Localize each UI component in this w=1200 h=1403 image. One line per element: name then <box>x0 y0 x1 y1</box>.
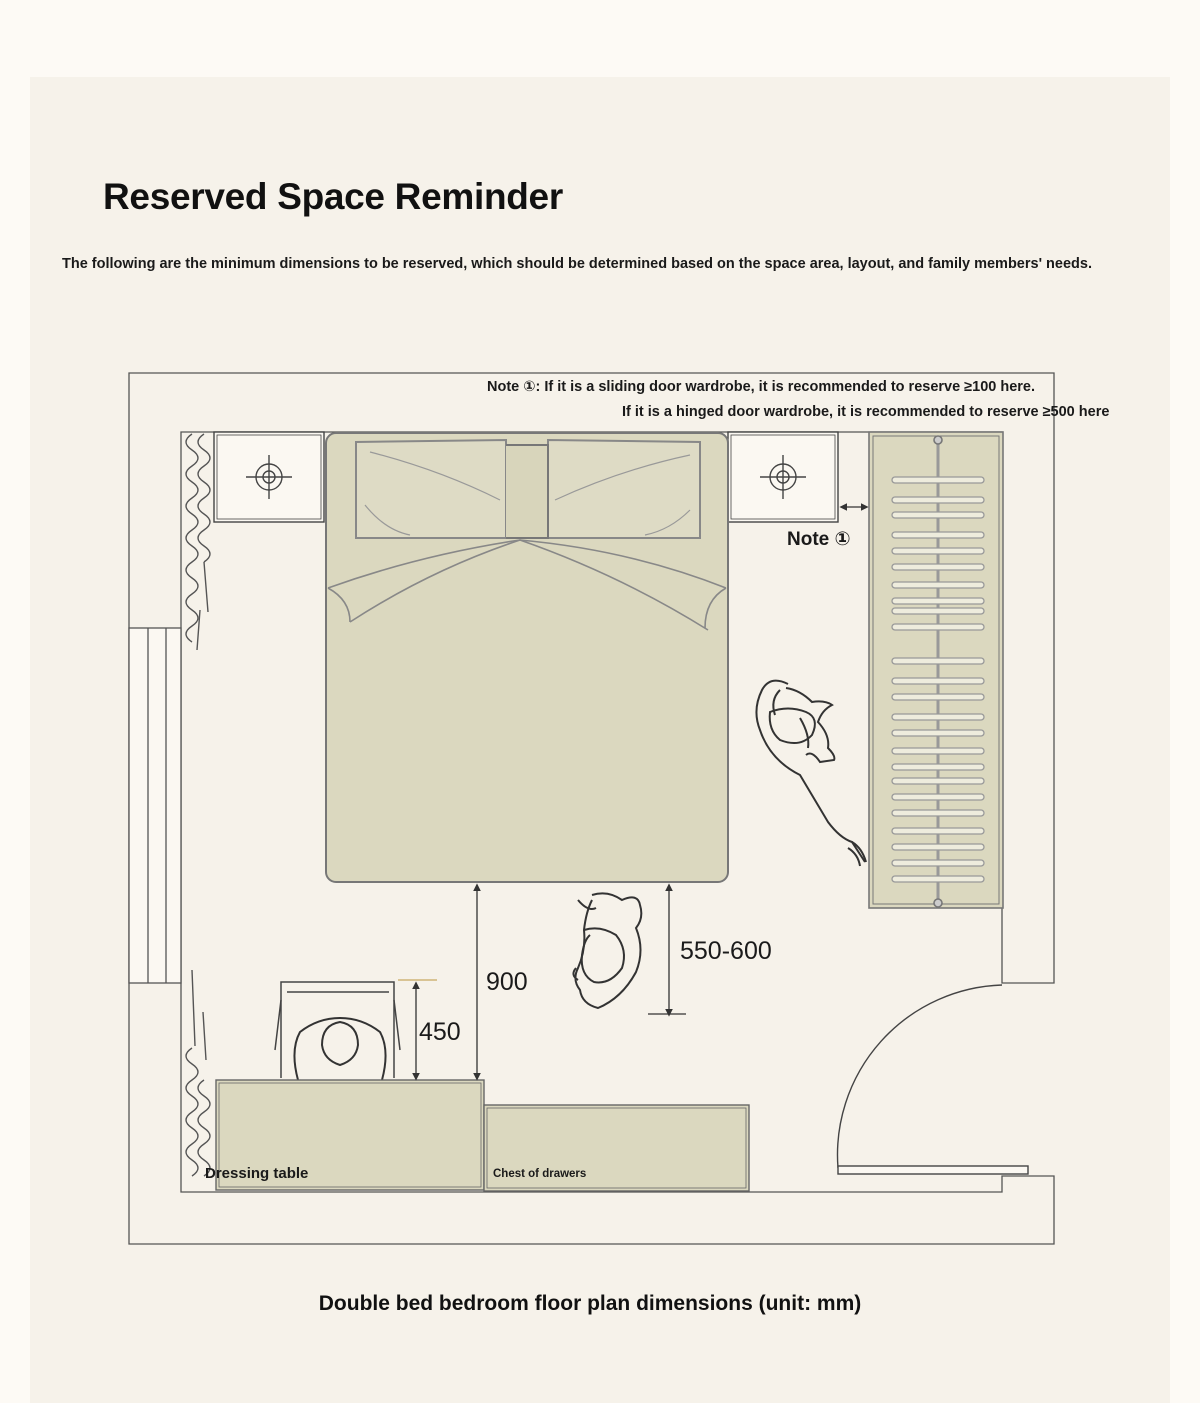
door <box>836 984 1029 1175</box>
page-title: Reserved Space Reminder <box>103 176 563 217</box>
double-bed <box>325 432 729 883</box>
person-walking-icon <box>572 892 643 1010</box>
dim-chair-label: 450 <box>419 1018 461 1046</box>
curtain-bottom <box>185 969 211 1177</box>
note-line-1: Note ①: If it is a sliding door wardrobe… <box>487 379 1036 395</box>
dressing-table <box>215 1079 485 1191</box>
window <box>128 627 182 984</box>
chest-of-drawers <box>483 1104 750 1192</box>
dimension-lines <box>398 883 686 1081</box>
page-subtitle: The following are the minimum dimensions… <box>62 256 1092 272</box>
dim-walkway-label: 550-600 <box>680 937 772 965</box>
room-outline <box>128 372 1055 1245</box>
curtain-top <box>185 433 211 651</box>
note-line-2: If it is a hinged door wardrobe, it is r… <box>622 404 1110 420</box>
note-tag: Note ① <box>787 529 851 550</box>
nightstand-left <box>213 431 325 523</box>
dim-bed-dresser-label: 900 <box>486 968 528 996</box>
wardrobe <box>868 431 1004 909</box>
figure-caption: Double bed bedroom floor plan dimensions… <box>318 1292 862 1315</box>
person-at-wardrobe-icon <box>755 679 867 867</box>
nightstand-right <box>727 431 839 523</box>
chair <box>274 981 401 1078</box>
dressing-table-label: Dressing table <box>205 1165 309 1182</box>
chest-of-drawers-label: Chest of drawers <box>493 1168 587 1180</box>
